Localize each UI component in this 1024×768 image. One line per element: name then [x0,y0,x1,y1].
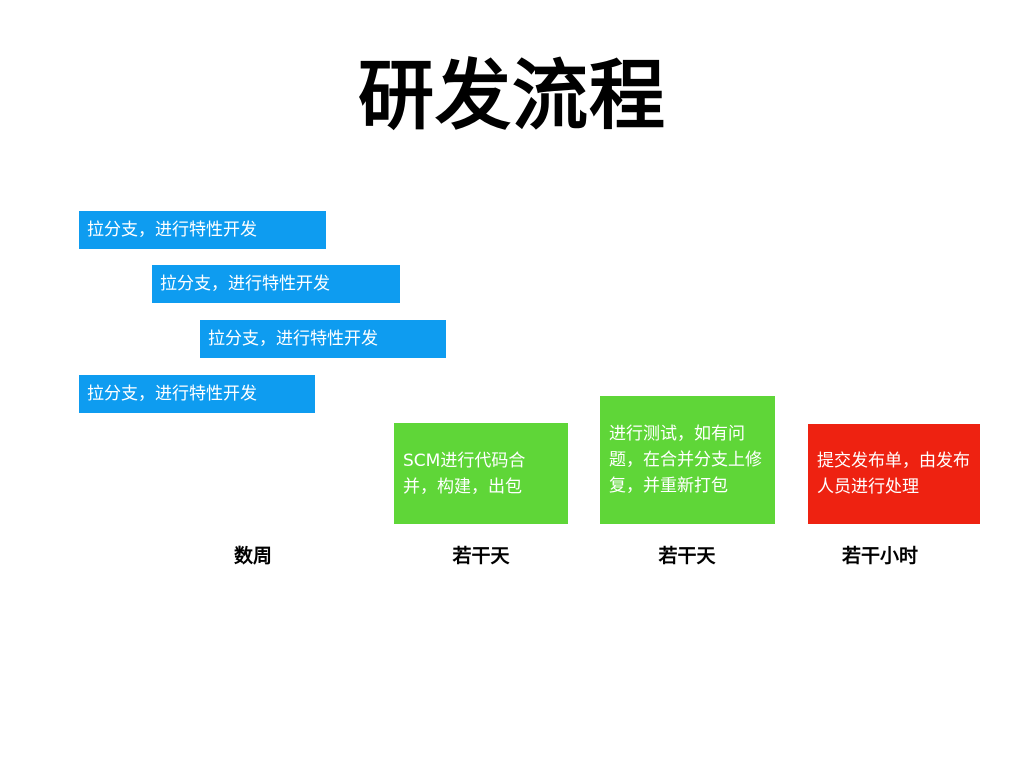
process-box-label: 拉分支，进行特性开发 [160,274,330,294]
process-box-label: SCM进行代码合并，构建，出包 [403,450,526,497]
process-box-branch-4[interactable]: 拉分支，进行特性开发 [79,375,315,413]
duration-label-testing: 若干天 [658,545,716,567]
process-box-release[interactable]: 提交发布单，由发布人员进行处理 [808,424,980,524]
page-title: 研发流程 [358,51,666,140]
process-box-testing[interactable]: 进行测试，如有问题，在合并分支上修复，并重新打包 [600,396,775,524]
process-box-label: 拉分支，进行特性开发 [87,220,257,240]
duration-label-development: 数周 [233,545,272,567]
process-box-label: 进行测试，如有问题，在合并分支上修复，并重新打包 [609,424,762,496]
process-box-label: 拉分支，进行特性开发 [208,329,378,349]
process-box-label: 拉分支，进行特性开发 [87,384,257,404]
process-box-scm-build[interactable]: SCM进行代码合并，构建，出包 [394,423,568,524]
process-box-branch-3[interactable]: 拉分支，进行特性开发 [200,320,446,358]
duration-label-release: 若干小时 [841,545,918,567]
process-box-label: 提交发布单，由发布人员进行处理 [817,451,970,497]
process-box-branch-2[interactable]: 拉分支，进行特性开发 [152,265,400,303]
duration-label-scm-build: 若干天 [452,545,510,567]
process-box-branch-1[interactable]: 拉分支，进行特性开发 [79,211,326,249]
